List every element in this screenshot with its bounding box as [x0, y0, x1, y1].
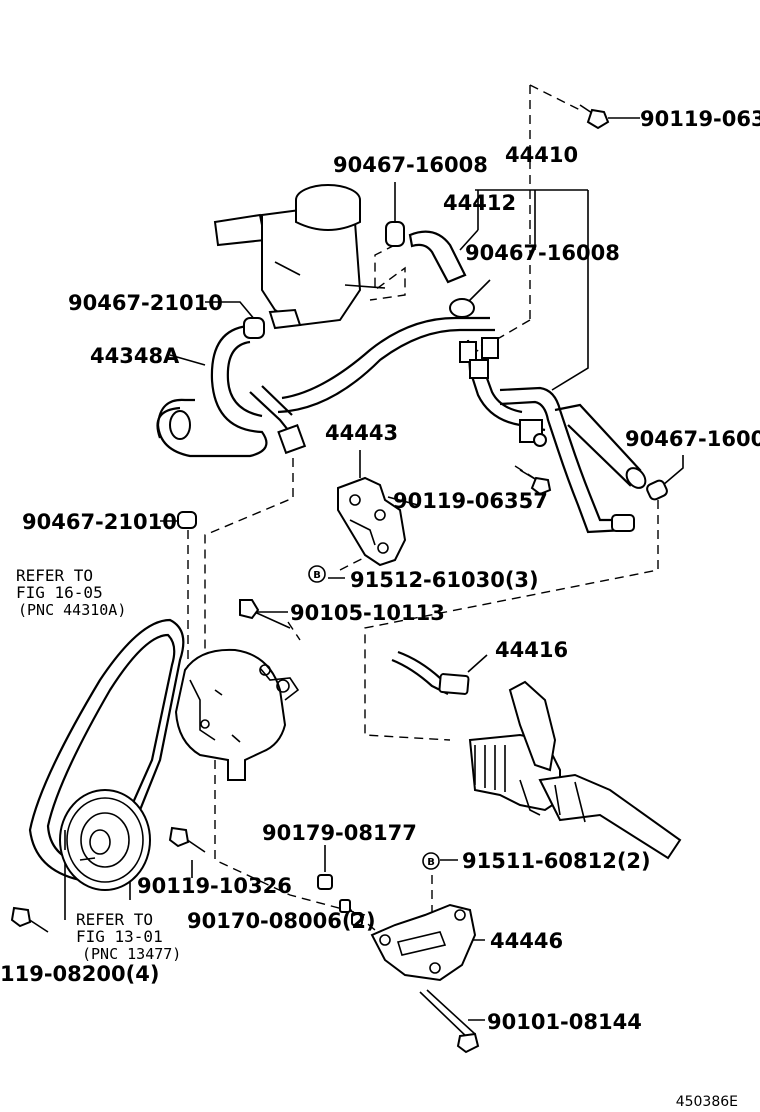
label-44412: 44412	[443, 191, 516, 215]
label-90119-10326: 90119-10326	[137, 874, 292, 898]
bolts	[10, 104, 610, 1054]
label-90119-0635: 90119-0635	[640, 107, 760, 131]
label-44443: 44443	[325, 421, 398, 445]
bracket-44443	[337, 476, 407, 567]
label-90119-06357: 90119-06357	[393, 489, 548, 513]
reference-note-2: REFER TO FIG 13-01 (PNC 13477)	[76, 910, 181, 963]
steering-gear	[468, 680, 682, 860]
label-90467-16008-right: 90467-16008	[625, 427, 760, 451]
clamps	[177, 221, 668, 926]
svg-text:(PNC 13477): (PNC 13477)	[82, 945, 181, 963]
label-90467-21010-bottom: 90467-21010	[22, 510, 177, 534]
label-90170-08006: 90170-08006(2)	[187, 909, 376, 933]
label-44416: 44416	[495, 638, 568, 662]
vane-pump	[174, 648, 300, 781]
label-91511-60812: 91511-60812(2)	[462, 849, 651, 873]
figure-id: 450386E	[676, 1094, 738, 1110]
label-90101-08144: 90101-08144	[487, 1010, 642, 1034]
svg-text:REFER TO: REFER TO	[76, 910, 153, 929]
label-44446: 44446	[490, 929, 563, 953]
bracket-44446	[370, 903, 477, 982]
label-44348A: 44348A	[90, 344, 180, 368]
label-90179-08177: 90179-08177	[262, 821, 417, 845]
badge-b-1: B	[308, 565, 326, 583]
part-labels: 90119-0635 44410 90467-16008 44412 90467…	[0, 107, 760, 1034]
label-90467-16008-top: 90467-16008	[333, 153, 488, 177]
svg-text:(PNC 44310A): (PNC 44310A)	[18, 601, 126, 619]
hoses	[156, 230, 647, 695]
svg-text:FIG 16-05: FIG 16-05	[16, 583, 103, 602]
svg-text:B: B	[313, 570, 321, 581]
svg-text:REFER TO: REFER TO	[16, 566, 93, 585]
label-44410: 44410	[505, 143, 578, 167]
belt-pulley	[28, 618, 185, 891]
label-91512-61030: 91512-61030(3)	[350, 568, 539, 592]
svg-text:FIG 13-01: FIG 13-01	[76, 927, 163, 946]
badge-b-2: B	[422, 852, 440, 870]
reservoir-tank	[213, 184, 386, 330]
label-90105-10113: 90105-10113	[290, 601, 445, 625]
svg-text:B: B	[427, 857, 435, 868]
reference-note-1: REFER TO FIG 16-05 (PNC 44310A)	[16, 566, 126, 619]
label-90467-16008-mid: 90467-16008	[465, 241, 620, 265]
label-90467-21010-top: 90467-21010	[68, 291, 223, 315]
label-119-08200: 119-08200(4)	[0, 962, 159, 986]
